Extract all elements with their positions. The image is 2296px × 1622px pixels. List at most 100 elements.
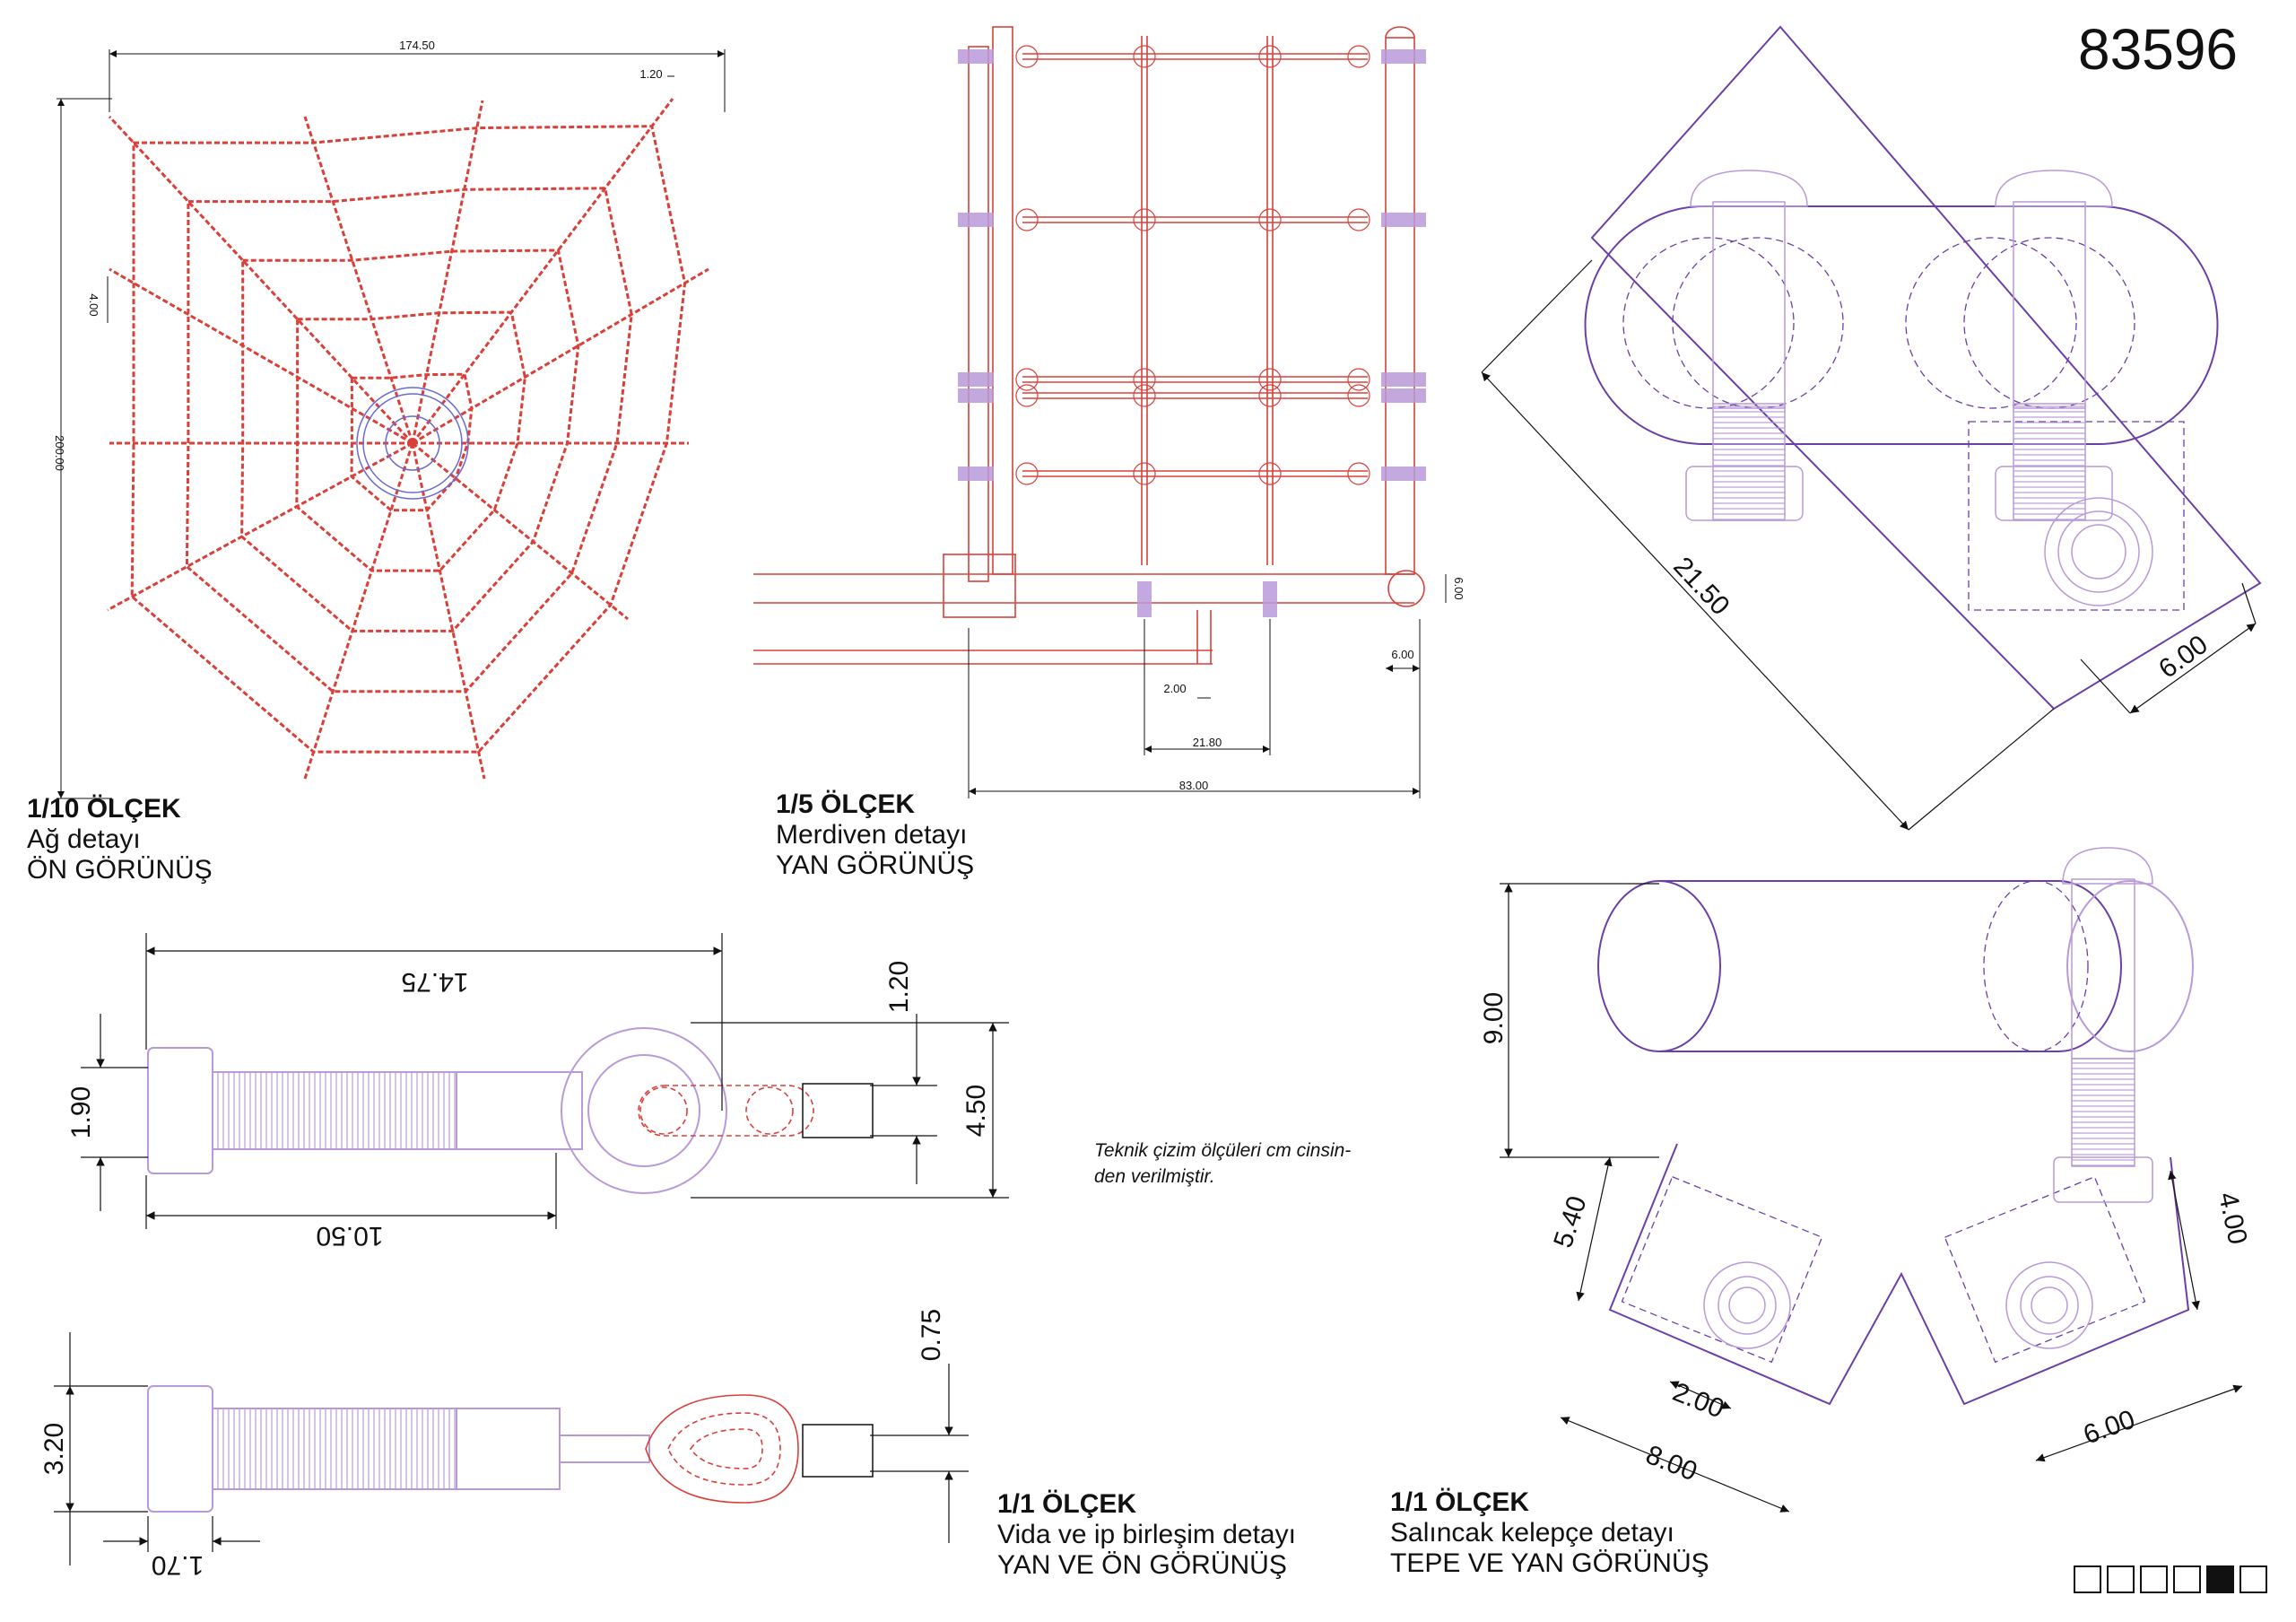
ladder-bolt-fitting [1381,467,1426,481]
screw-head-dim: 1.90 [66,1086,96,1138]
rope-diameter-dim: 0.75 [917,1309,946,1361]
caption-net-scale: 1/10 ÖLÇEK [27,794,181,824]
ladder-post-dim: 6.00 [1391,648,1413,661]
page-square-3 [2140,1565,2168,1593]
ladder-post-v-dim: 6.00 [1452,577,1465,599]
ladder-frame [753,26,1425,665]
ladder-rope-knot [1258,368,1282,391]
net-ring-rope [185,187,633,693]
ladder-rope-knot [1347,384,1370,407]
clamp-top-bolts [1685,170,2153,606]
caption-clamp-line2: TEPE VE YAN GÖRÜNÜŞ [1390,1548,1709,1578]
net-radial-rope [412,267,709,445]
ladder-rope-knot [1347,368,1370,391]
page-square-6 [2239,1565,2267,1593]
net-spacing-dim: 4.00 [87,293,100,316]
clamp-side-base-dim: 8.00 [1641,1440,1701,1487]
net-width-dim: 174.50 [399,39,435,52]
ladder-bay-dim: 21.80 [1193,736,1222,749]
screw-front-dimensions [54,1332,969,1565]
screw-ring-wall-dim: 1.20 [884,961,914,1013]
net-dimensions [57,49,726,799]
net-radial-rope [303,442,414,780]
caption-ladder-line1: Merdiven detayı [776,820,968,850]
screw-ring-side-view: 14.75 10.50 1.90 4.50 1.20 [66,933,1009,1251]
net-radial-rope [108,115,414,445]
clamp-side-hidden [1621,880,2146,1364]
ladder-rope-knot [1133,45,1156,68]
net-radial-rope [303,116,414,444]
net-ring-rope [240,249,580,632]
ladder-rope-knot [1015,384,1039,407]
ladder-bolt-fitting [1381,388,1426,403]
clamp-side-dimensions [1500,883,2243,1513]
ladder-rope-knot [1133,462,1156,485]
caption-screw: 1/1 ÖLÇEK Vida ve ip birleşim detayı YAN… [997,1489,1296,1581]
screw-thread-dim: 10.50 [316,1221,383,1251]
screw-length-dim: 14.75 [401,967,468,997]
net-height-dim: 200.00 [53,435,66,471]
ladder-bolt-fitting [958,467,994,481]
ladder-rope-knot [1258,462,1282,485]
clamp-side-height-dim: 9.00 [1479,992,1509,1044]
sheet-number: 83596 [2078,17,2238,82]
net-ring-rope [295,310,526,572]
ladder-rope-knot [1015,208,1039,231]
ladder-rope-knot [1347,462,1370,485]
ladder-rope-knot [1258,45,1282,68]
caption-net-line2: ÖN GÖRÜNÜŞ [27,855,213,885]
units-note-line2: den verilmiştir. [1094,1166,1215,1187]
net-rope-dim: 1.20 [639,67,662,81]
ladder-dimensions [968,574,1447,798]
ladder-rope-knot [1015,462,1039,485]
ladder-rope-knot [1133,368,1156,391]
net-ring-rope [130,125,687,754]
ladder-gap-dim: 2.00 [1163,682,1186,695]
rope-front [645,1394,799,1504]
net-radial-rope [107,441,413,612]
clamp-side-leg-r-dim: 4.00 [2213,1190,2252,1247]
clamp-top-hidden [1622,237,2185,611]
ladder-rope-knot [1258,208,1282,231]
screw-side-dimensions [81,933,1009,1229]
clamp-side-view: 9.00 5.40 4.00 2.00 8.00 6.00 [1479,847,2253,1513]
clamp-side-base-r-dim: 6.00 [2080,1405,2139,1451]
ladder-bolt-fitting [958,213,994,227]
caption-clamp: 1/1 ÖLÇEK Salıncak kelepçe detayı TEPE V… [1390,1487,1709,1579]
page-square-2 [2107,1565,2135,1593]
screw-nut-dim: 1.70 [152,1550,204,1580]
ladder-rope-knot [1347,45,1370,68]
caption-ladder-scale: 1/5 ÖLÇEK [776,789,916,819]
caption-screw-line2: YAN VE ÖN GÖRÜNÜŞ [997,1550,1287,1580]
ladder-rope-knot [1133,384,1156,407]
ladder-bolt-fitting [1381,213,1426,227]
clamp-top-dimensions [1481,259,2257,831]
ladder-rope-knot [1133,208,1156,231]
caption-ladder: 1/5 ÖLÇEK Merdiven detayı YAN GÖRÜNÜŞ [776,789,974,881]
ladder-bolt-fitting [958,372,994,387]
net-radial-rope [109,267,413,445]
caption-net-line1: Ağ detayı [27,824,141,854]
ladder-bolt-fitting [958,49,994,64]
ladder-rope-knot [1347,208,1370,231]
ladder-bolt-fitting [1381,49,1426,64]
screw-side-body [147,1027,727,1194]
ladder-anchor-bolt [1137,581,1152,617]
ladder-knots [1015,45,1370,485]
ladder-rope-knot [1258,384,1282,407]
ladder-bolt-fitting [1381,372,1426,387]
ladder-total-dim: 83.00 [1179,779,1209,792]
screw-head-front-dim: 3.20 [39,1423,69,1475]
caption-screw-line1: Vida ve ip birleşim detayı [997,1520,1296,1549]
page-square-1 [2074,1565,2101,1593]
clamp-side-hole-dim: 2.00 [1668,1377,1728,1424]
page-square-4 [2173,1565,2201,1593]
ladder-rope-knot [1015,368,1039,391]
ladder-side-view: 83.00 21.80 2.00 6.00 6.00 [753,26,1465,798]
net-radial-rope [412,441,629,621]
clamp-side-leg-dim: 5.40 [1548,1192,1592,1251]
units-note-line1: Teknik çizim ölçüleri cm cinsin- [1094,1140,1352,1161]
page-square-5 [2206,1565,2234,1593]
rope-side [638,1085,814,1137]
